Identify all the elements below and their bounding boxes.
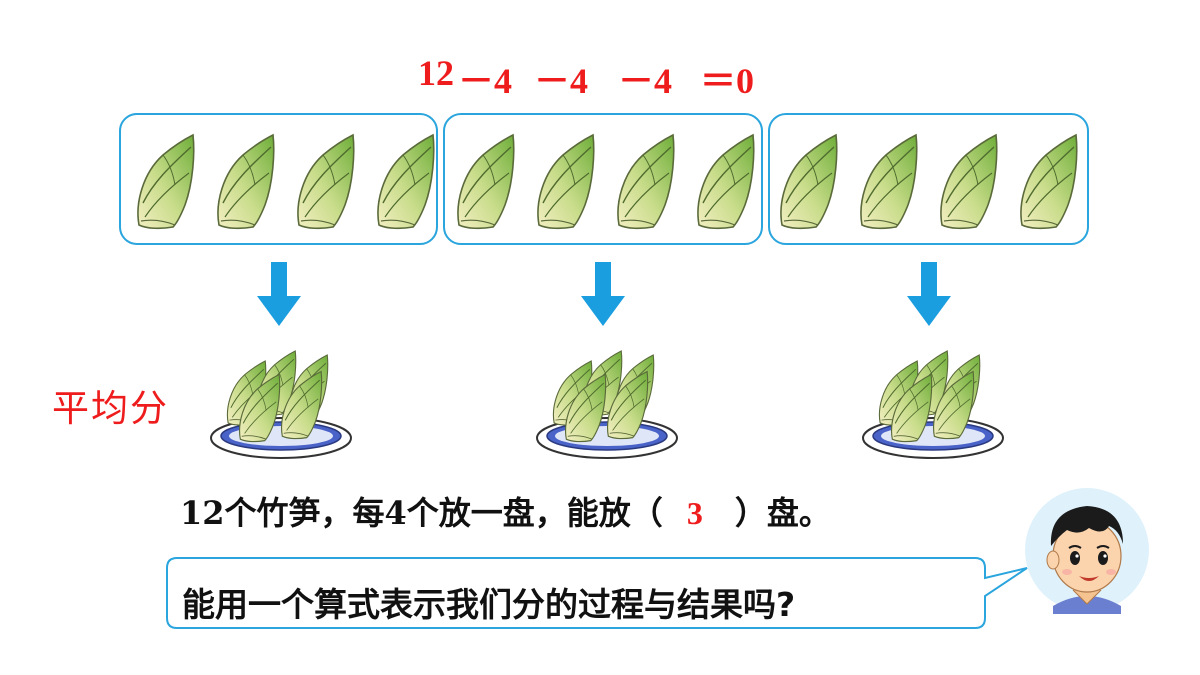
group-box-3 [768, 113, 1089, 245]
equation: 12 －4 －4 －4 ＝0 [0, 52, 1200, 101]
bamboo-shoot-icon [693, 133, 757, 233]
equation-term-minus-1: －4 [458, 61, 513, 101]
label-average-division: 平均分 [52, 387, 169, 430]
bamboo-shoot-icon [936, 133, 1000, 233]
plate-of-bamboo-shoots [858, 338, 1008, 466]
bamboo-shoot-icon [856, 133, 920, 233]
question-text: 能用一个算式表示我们分的过程与结果吗? [182, 585, 796, 624]
plate-of-bamboo-shoots [206, 338, 356, 466]
sentence-after: ）盘。 [734, 494, 831, 532]
bamboo-shoot-icon [293, 133, 357, 233]
bamboo-shoot-icon [1016, 133, 1080, 233]
bamboo-shoot-icon [133, 133, 197, 233]
bamboo-shoot-icon [613, 133, 677, 233]
arrow-down-icon [907, 262, 951, 326]
equation-term-minus-3: －4 [618, 61, 673, 101]
equation-term-total: 12 [418, 53, 454, 93]
bamboo-shoot-icon [533, 133, 597, 233]
sentence-before: 12个竹笋，每4个放一盘，能放（ [180, 494, 663, 532]
answer-value: 3 [686, 495, 703, 531]
bamboo-shoot-icon [453, 133, 517, 233]
arrow-down-icon [257, 262, 301, 326]
bamboo-shoot-icon [213, 133, 277, 233]
speech-bubble [166, 557, 1028, 629]
equation-term-minus-2: －4 [534, 61, 589, 101]
problem-sentence: 12个竹笋，每4个放一盘，能放（ 3 ）盘。 [180, 488, 831, 532]
group-box-1 [119, 113, 438, 245]
group-box-2 [443, 113, 763, 245]
boy-avatar [1025, 488, 1149, 614]
equation-result: ＝0 [700, 61, 755, 101]
bamboo-shoot-icon [776, 133, 840, 233]
plate-of-bamboo-shoots [532, 338, 682, 466]
arrow-down-icon [581, 262, 625, 326]
bamboo-shoot-icon [373, 133, 437, 233]
